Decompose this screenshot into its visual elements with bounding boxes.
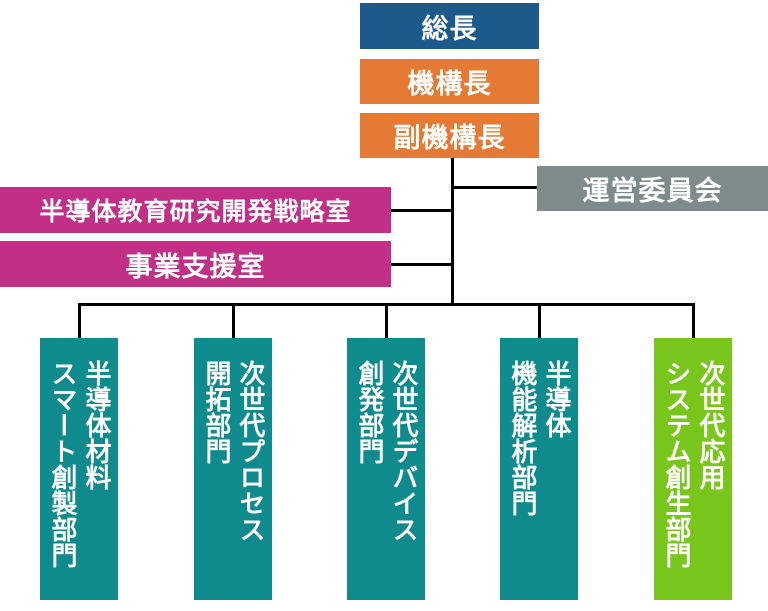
strategy-office-box: 半導体教育研究開発戦略室 — [0, 187, 391, 233]
dept-box-1: 半導体材料 スマート創製部門 — [40, 338, 118, 600]
dept-drop-4 — [538, 303, 541, 339]
dept-box-4: 半導体 機能解析部門 — [500, 338, 578, 600]
support-office-label: 事業支援室 — [125, 251, 266, 283]
dept-box-5: 次世代応用 システム創生部門 — [654, 338, 732, 600]
president-box: 総長 — [360, 3, 539, 49]
dept-box-2: 次世代プロセス 開拓部門 — [194, 338, 272, 600]
strategy-office-label: 半導体教育研究開発戦略室 — [39, 197, 352, 226]
dept-label-5: 次世代応用 システム創生部門 — [661, 360, 725, 568]
dept-drop-1 — [78, 303, 81, 339]
director-label: 機構長 — [407, 69, 492, 100]
support-office-box: 事業支援室 — [0, 241, 391, 287]
committee-connector — [451, 186, 539, 189]
vice-director-box: 副機構長 — [360, 113, 539, 158]
main-vertical-line — [451, 155, 454, 305]
dept-box-3: 次世代デバイス 創発部門 — [347, 338, 425, 600]
vice-director-label: 副機構長 — [393, 123, 506, 154]
dept-label-1: 半導体材料 スマート創製部門 — [47, 360, 111, 568]
support-connector — [390, 263, 453, 266]
dept-label-4: 半導体 機能解析部門 — [507, 360, 571, 516]
dept-drop-2 — [232, 303, 235, 339]
president-label: 総長 — [421, 13, 478, 45]
strategy-connector — [390, 209, 453, 212]
director-box: 機構長 — [360, 59, 539, 104]
dept-drop-5 — [692, 303, 695, 339]
committee-label: 運営委員会 — [582, 176, 723, 207]
dept-label-2: 次世代プロセス 開拓部門 — [201, 360, 265, 542]
dept-drop-3 — [385, 303, 388, 339]
committee-box: 運営委員会 — [537, 166, 768, 211]
dept-label-3: 次世代デバイス 創発部門 — [354, 360, 418, 542]
